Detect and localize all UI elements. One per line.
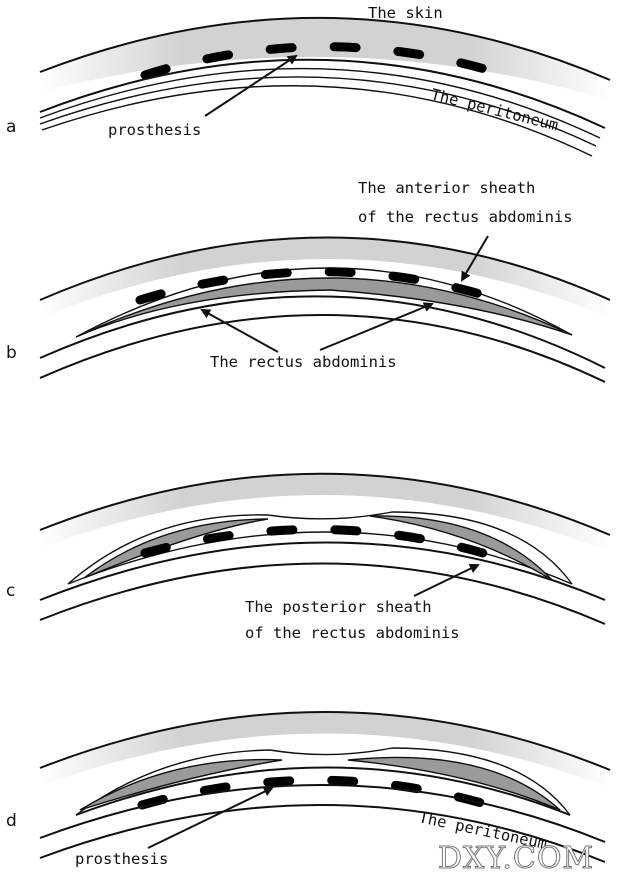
label-posterior-sheath-1: The posterior sheath (245, 598, 432, 616)
skin-band-d (40, 711, 610, 788)
arrow-rectus-left (200, 309, 279, 353)
label-rectus: The rectus abdominis (210, 353, 397, 371)
arrow-posterior-sheath (413, 563, 480, 597)
label-anterior-sheath-2: of the rectus abdominis (358, 208, 573, 226)
watermark-text: DXY.COM (438, 841, 594, 876)
panel-letter-b: b (6, 343, 17, 363)
panel-a: a The skin The peritoneum prosthesis (6, 4, 611, 157)
fascia-line-b (39, 295, 606, 369)
skin-line-b (39, 236, 611, 301)
skin-band-b (40, 237, 610, 318)
skin-line-a (39, 16, 611, 81)
rectus-muscle-b (75, 277, 573, 338)
skin-band-a (40, 17, 610, 101)
panel-c: c The posterior sheath of the rectus abd… (6, 472, 611, 642)
label-prosthesis-d: prosthesis (75, 850, 168, 868)
panel-letter-c: c (6, 581, 15, 601)
layer-line-a2 (39, 76, 597, 147)
peritoneum-line-b (39, 314, 606, 383)
peritoneum-line-c (39, 562, 606, 625)
panel-letter-d: d (6, 811, 17, 831)
layer-line-a3 (41, 85, 593, 157)
label-anterior-sheath-1: The anterior sheath (358, 179, 535, 197)
fascia-line-c (39, 541, 606, 601)
arrow-prosthesis-d (147, 786, 274, 849)
arrow-anterior-sheath (460, 235, 489, 282)
skin-line-c (39, 472, 611, 536)
skin-line-d (39, 711, 611, 771)
layer-line-a1 (39, 67, 601, 139)
anterior-sheath-outline-c (67, 511, 573, 585)
panel-letter-a: a (6, 117, 16, 137)
arrow-prosthesis-a (204, 54, 298, 117)
rectus-muscle-left-d (79, 758, 283, 811)
label-peritoneum-a: The peritoneum (429, 85, 560, 134)
posterior-sheath-outline-c (67, 531, 573, 585)
posterior-sheath-line-d (75, 766, 571, 816)
label-posterior-sheath-2: of the rectus abdominis (245, 624, 460, 642)
skin-band-c (40, 473, 610, 552)
arrow-rectus-right (319, 302, 434, 351)
anterior-sheath-outline-d (75, 747, 571, 816)
fascia-line-d (39, 784, 606, 843)
peritoneum-line-d (39, 804, 606, 863)
fascia-line-a (39, 58, 606, 129)
panel-b: b The anterior sheath of the rectus abdo… (6, 179, 611, 383)
rectus-muscle-right-d (347, 756, 561, 811)
label-skin: The skin (368, 4, 443, 22)
label-prosthesis-a: prosthesis (108, 121, 201, 139)
